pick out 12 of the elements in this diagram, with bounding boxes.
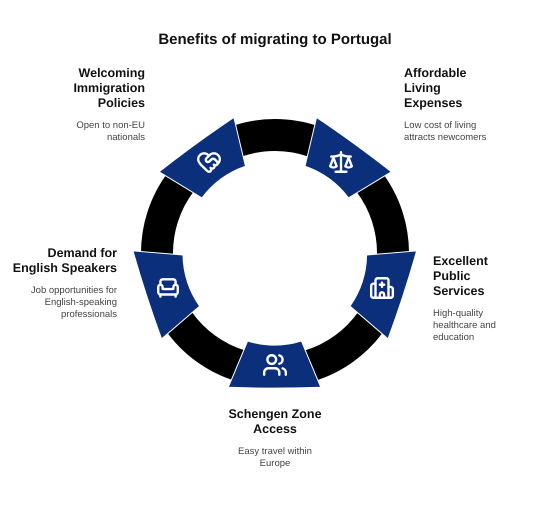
diagram-title: Benefits of migrating to Portugal xyxy=(157,31,393,48)
benefit-description: Job opportunities for English-speaking professionals xyxy=(30,285,117,321)
benefit-heading: Excellent Public Services xyxy=(433,254,489,299)
benefit-description: Open to non-EU nationals xyxy=(75,120,145,144)
benefit-heading: Affordable Living Expenses xyxy=(404,66,468,111)
benefit-description: Easy travel within Europe xyxy=(237,446,313,470)
ring-arc xyxy=(304,310,384,381)
benefit-description: Low cost of living attracts newcomers xyxy=(404,120,488,144)
benefit-heading: Demand for English Speakers xyxy=(12,246,117,276)
benefit-heading: Schengen Zone Access xyxy=(227,407,323,437)
benefit-heading: Welcoming Immigration Policies xyxy=(72,66,145,111)
benefit-description: High-quality healthcare and education xyxy=(433,308,497,344)
